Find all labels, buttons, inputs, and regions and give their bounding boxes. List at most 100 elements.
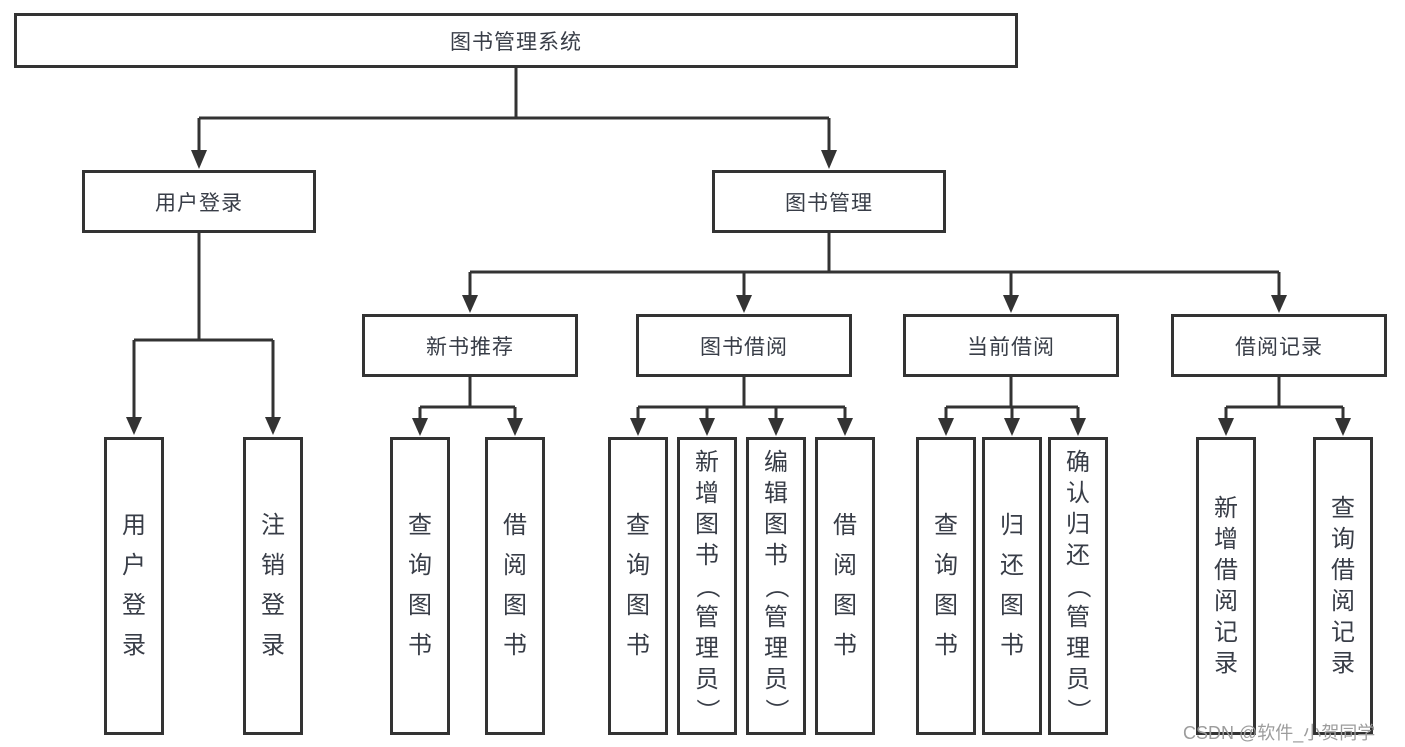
vertical-char: 户 bbox=[122, 552, 146, 579]
vertical-char: 录 bbox=[122, 632, 146, 659]
leaf-records-query-record-label: 查询借阅记录 bbox=[1316, 440, 1370, 732]
vertical-char: ） bbox=[1064, 698, 1092, 722]
vertical-char: 书 bbox=[626, 632, 650, 659]
connector-recommend-to-children bbox=[418, 377, 517, 421]
leaf-borrow-edit-books-admin-label: 编辑图书（管理员） bbox=[749, 440, 803, 732]
vertical-char: 记 bbox=[1214, 619, 1238, 646]
vertical-char: 归 bbox=[1000, 512, 1024, 539]
leaf-borrow-borrow-books: 借阅图书 bbox=[815, 437, 875, 735]
vertical-char: 阅 bbox=[833, 552, 857, 579]
leaf-borrow-add-books-admin: 新增图书（管理员） bbox=[677, 437, 737, 735]
csdn-watermark: CSDN @软件_小贺同学 bbox=[1183, 723, 1376, 743]
vertical-char: 询 bbox=[408, 552, 432, 579]
arrow-head-icon bbox=[412, 418, 428, 436]
vertical-char: 归 bbox=[1066, 510, 1090, 538]
leaf-records-add-record-label: 新增借阅记录 bbox=[1199, 440, 1253, 732]
vertical-char: 还 bbox=[1066, 541, 1090, 569]
arrow-head-icon bbox=[126, 417, 142, 435]
arrow-head-icon bbox=[768, 418, 784, 436]
vertical-char: 录 bbox=[1214, 650, 1238, 677]
leaf-user-login-label: 用户登录 bbox=[107, 440, 161, 732]
vertical-char: 借 bbox=[833, 512, 857, 539]
leaf-recommend-borrow-books: 借阅图书 bbox=[485, 437, 545, 735]
vertical-char: 借 bbox=[1331, 557, 1355, 584]
leaf-recommend-borrow-books-label: 借阅图书 bbox=[488, 440, 542, 732]
node-root: 图书管理系统 bbox=[14, 13, 1018, 68]
vertical-char: 增 bbox=[695, 479, 719, 507]
vertical-char: 询 bbox=[626, 552, 650, 579]
vertical-char: 员 bbox=[695, 665, 719, 693]
vertical-char: 员 bbox=[1066, 665, 1090, 693]
leaf-current-return-books-label: 归还图书 bbox=[985, 440, 1039, 732]
arrow-head-icon bbox=[507, 418, 523, 436]
vertical-char: 管 bbox=[1066, 603, 1090, 631]
vertical-char: 新 bbox=[695, 448, 719, 476]
vertical-char: 查 bbox=[408, 512, 432, 539]
node-new-book-recommend-label: 新书推荐 bbox=[426, 335, 514, 359]
vertical-char: 增 bbox=[1214, 526, 1238, 553]
vertical-char: 图 bbox=[408, 592, 432, 619]
vertical-char: ） bbox=[762, 698, 790, 722]
node-root-label: 图书管理系统 bbox=[450, 30, 582, 54]
vertical-char: 阅 bbox=[1331, 588, 1355, 615]
vertical-char: 借 bbox=[503, 512, 527, 539]
vertical-char: 管 bbox=[764, 603, 788, 631]
leaf-user-login: 用户登录 bbox=[104, 437, 164, 735]
node-borrow-records: 借阅记录 bbox=[1171, 314, 1387, 377]
vertical-char: 编 bbox=[764, 448, 788, 476]
vertical-char: 书 bbox=[833, 632, 857, 659]
leaf-logout-login: 注销登录 bbox=[243, 437, 303, 735]
vertical-char: ） bbox=[693, 698, 721, 722]
node-user-login-label: 用户登录 bbox=[155, 191, 243, 215]
connector-borrow-to-children bbox=[636, 377, 847, 421]
arrow-head-icon bbox=[1271, 295, 1287, 313]
vertical-char: 图 bbox=[934, 592, 958, 619]
vertical-char: 辑 bbox=[764, 479, 788, 507]
node-current-borrow: 当前借阅 bbox=[903, 314, 1119, 377]
vertical-char: 管 bbox=[695, 603, 719, 631]
node-book-management: 图书管理 bbox=[712, 170, 946, 233]
vertical-char: 阅 bbox=[1214, 588, 1238, 615]
vertical-char: 图 bbox=[764, 510, 788, 538]
vertical-char: 新 bbox=[1214, 495, 1238, 522]
vertical-char: 查 bbox=[1331, 495, 1355, 522]
vertical-char: 查 bbox=[626, 512, 650, 539]
vertical-char: 借 bbox=[1214, 557, 1238, 584]
vertical-char: 书 bbox=[1000, 632, 1024, 659]
node-new-book-recommend: 新书推荐 bbox=[362, 314, 578, 377]
arrow-head-icon bbox=[736, 295, 752, 313]
vertical-char: 询 bbox=[934, 552, 958, 579]
arrow-heads bbox=[126, 150, 1351, 436]
leaf-borrow-borrow-books-label: 借阅图书 bbox=[818, 440, 872, 732]
node-book-borrow: 图书借阅 bbox=[636, 314, 852, 377]
vertical-char: 理 bbox=[695, 634, 719, 662]
node-borrow-records-label: 借阅记录 bbox=[1235, 335, 1323, 359]
connector-current-to-children bbox=[944, 377, 1080, 421]
vertical-char: 查 bbox=[934, 512, 958, 539]
vertical-char: （ bbox=[1064, 574, 1092, 598]
vertical-char: （ bbox=[693, 574, 721, 598]
arrow-head-icon bbox=[462, 295, 478, 313]
vertical-char: 书 bbox=[934, 632, 958, 659]
vertical-char: 还 bbox=[1000, 552, 1024, 579]
arrow-head-icon bbox=[1003, 295, 1019, 313]
leaf-recommend-query-books: 查询图书 bbox=[390, 437, 450, 735]
vertical-char: 图 bbox=[626, 592, 650, 619]
vertical-char: 认 bbox=[1066, 479, 1090, 507]
arrow-head-icon bbox=[837, 418, 853, 436]
vertical-char: 询 bbox=[1331, 526, 1355, 553]
leaf-borrow-query-books: 查询图书 bbox=[608, 437, 668, 735]
arrow-head-icon bbox=[265, 417, 281, 435]
arrow-head-icon bbox=[1070, 418, 1086, 436]
vertical-char: 书 bbox=[695, 541, 719, 569]
vertical-char: 登 bbox=[261, 592, 285, 619]
vertical-char: 书 bbox=[408, 632, 432, 659]
arrow-head-icon bbox=[1218, 418, 1234, 436]
vertical-char: 图 bbox=[833, 592, 857, 619]
vertical-char: 图 bbox=[1000, 592, 1024, 619]
leaf-logout-login-label: 注销登录 bbox=[246, 440, 300, 732]
arrow-head-icon bbox=[630, 418, 646, 436]
leaf-current-confirm-return-admin-label: 确认归还（管理员） bbox=[1051, 440, 1105, 732]
vertical-char: 用 bbox=[122, 512, 146, 539]
